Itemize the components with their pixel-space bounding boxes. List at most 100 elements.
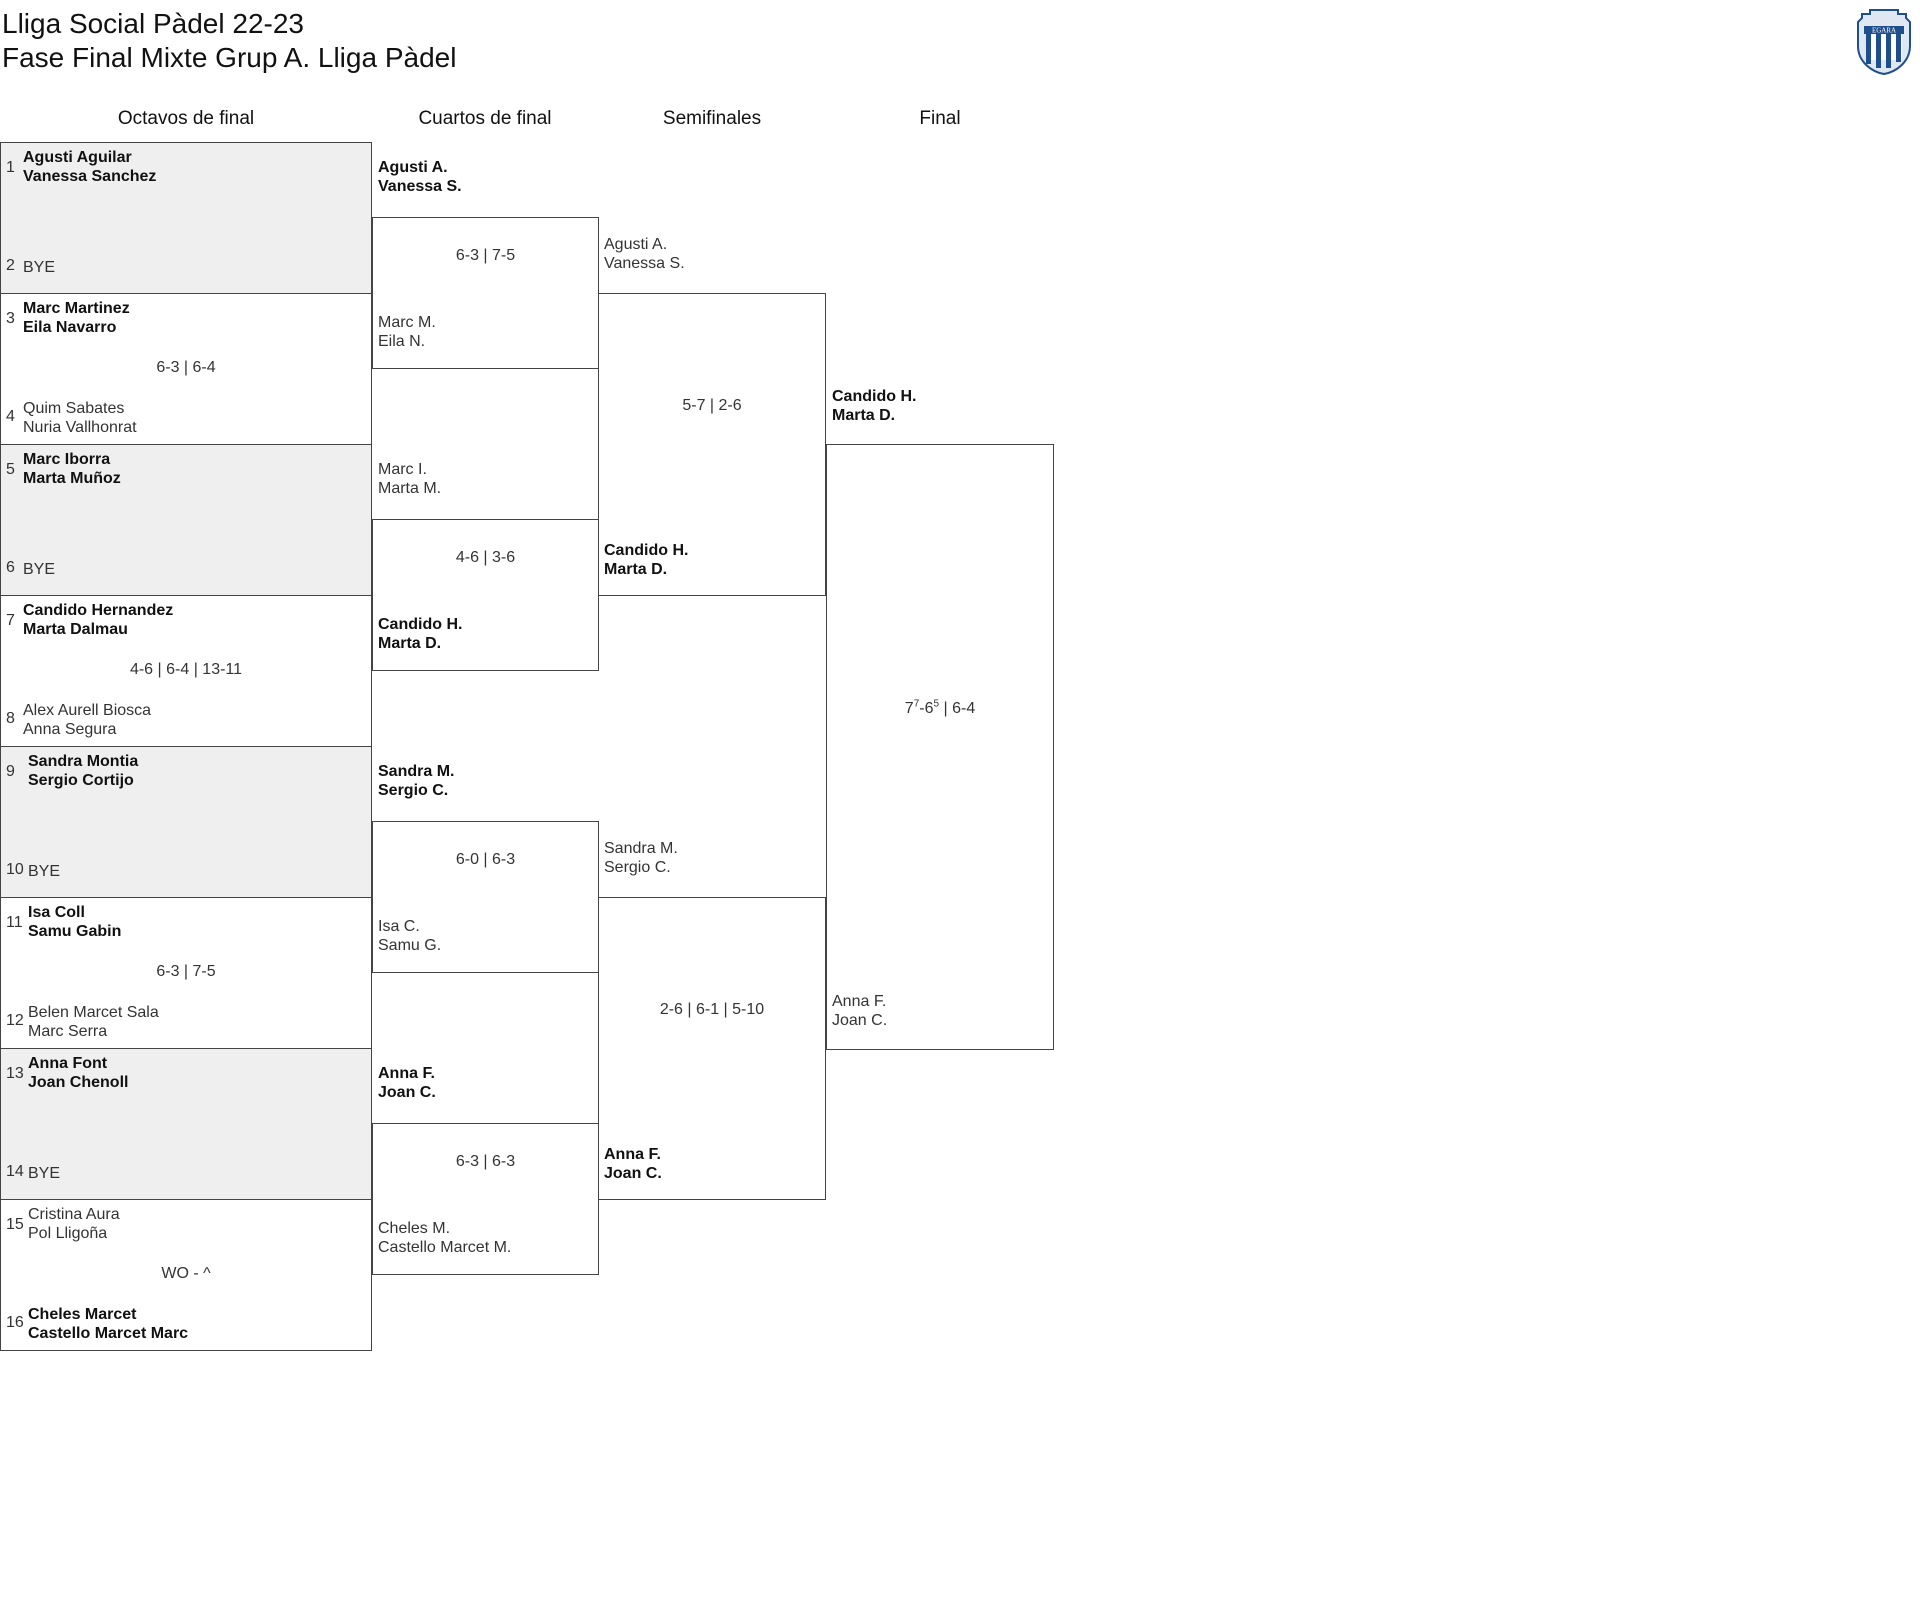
seed-number: 2 xyxy=(6,257,15,274)
player-name: Sergio C. xyxy=(378,782,449,799)
round-title-semifinales: Semifinales xyxy=(662,108,762,129)
team-bottom: Cheles M.Castello Marcet M. xyxy=(378,1219,511,1257)
seed-number: 4 xyxy=(6,408,15,425)
match-score: 6-3 | 6-4 xyxy=(156,359,216,376)
team-top: Agusti A.Vanessa S. xyxy=(378,158,462,196)
player-name: Cheles Marcet xyxy=(28,1306,137,1323)
round-title-cuartos: Cuartos de final xyxy=(418,108,552,129)
player-name: Anna F. xyxy=(378,1065,435,1082)
tiebreak-score: 5 xyxy=(933,698,940,710)
team-top: Agusti A.Vanessa S. xyxy=(604,235,685,273)
player-name: Joan C. xyxy=(604,1165,662,1182)
team-bye: BYE xyxy=(23,560,55,579)
team-bottom: Marc M.Eila N. xyxy=(378,313,436,351)
match-score: 2-6 | 6-1 | 5-10 xyxy=(659,1001,765,1018)
player-name: Anna Font xyxy=(28,1055,108,1072)
match-score: 4-6 | 6-4 | 13-11 xyxy=(129,661,243,678)
player-name: Marta D. xyxy=(378,635,442,652)
player-name: Alex Aurell Biosca xyxy=(23,702,152,719)
player-name: Marta Dalmau xyxy=(23,621,128,638)
seed-number: 11 xyxy=(6,914,23,931)
player-name: Cristina Aura xyxy=(28,1206,120,1223)
match-r16 xyxy=(0,1199,372,1351)
player-name: Sergio Cortijo xyxy=(28,772,134,789)
player-name: Candido Hernandez xyxy=(23,602,174,619)
player-name: Pol Lligoña xyxy=(28,1225,108,1242)
player-name: Candido H. xyxy=(832,388,917,405)
player-name: Castello Marcet M. xyxy=(378,1239,512,1256)
tournament-subtitle: Fase Final Mixte Grup A. Lliga Pàdel xyxy=(2,42,457,73)
team-bottom: Anna F. Joan C. xyxy=(604,1145,662,1183)
match-r16 xyxy=(0,1048,372,1200)
player-name: Marc Serra xyxy=(28,1023,108,1040)
round-title-octavos: Octavos de final xyxy=(117,108,255,129)
player-name: Isa C. xyxy=(378,918,420,935)
player-name: Belen Marcet Sala xyxy=(28,1004,159,1021)
seed-number: 13 xyxy=(6,1065,24,1082)
player-name: Anna Segura xyxy=(23,721,117,738)
set-score: -6 xyxy=(919,700,934,717)
team-top: Marc I. Marta M. xyxy=(378,460,441,498)
player-name: Sandra M. xyxy=(378,763,455,780)
team-bottom: Anna F. Joan C. xyxy=(832,992,887,1030)
match-score: 6-3 | 7-5 xyxy=(455,247,516,264)
club-logo: EGARA xyxy=(1857,9,1911,76)
seed-number: 12 xyxy=(6,1012,24,1029)
player-name: Marc Iborra xyxy=(23,451,111,468)
seed-number: 6 xyxy=(6,559,15,576)
seed-number: 16 xyxy=(6,1314,24,1331)
team-bottom: Candido H.Marta D. xyxy=(604,541,688,579)
player-name: Marta D. xyxy=(604,561,668,578)
match-sf xyxy=(598,897,826,1200)
tournament-title: Lliga Social Pàdel 22-23 xyxy=(2,8,304,39)
team-bye: BYE xyxy=(28,862,60,881)
team-top: Anna F.Joan C. xyxy=(378,1064,436,1102)
player-name: Candido H. xyxy=(378,616,463,633)
match-score: WO - ^ xyxy=(161,1265,211,1282)
set-score: | 6-4 xyxy=(939,700,976,717)
player-name: Sandra Montia xyxy=(28,753,139,770)
seed-number: 10 xyxy=(6,861,24,878)
seed-number: 5 xyxy=(6,461,15,478)
player-name: Marc I. xyxy=(378,461,427,478)
team-bottom: Candido H. Marta D. xyxy=(378,615,462,653)
player-name: BYE xyxy=(23,259,56,276)
seed-number: 7 xyxy=(6,612,15,629)
player-name: Vanessa Sanchez xyxy=(23,168,157,185)
match-score: 6-3 | 7-5 xyxy=(156,963,216,980)
player-name: Vanessa S. xyxy=(378,178,462,195)
player-name: Quim Sabates xyxy=(23,400,125,417)
team-bottom: Isa C. Samu G. xyxy=(378,917,441,955)
seed-number: 14 xyxy=(6,1163,24,1180)
seed-number: 1 xyxy=(6,159,15,176)
match-r16 xyxy=(0,746,372,898)
match-final xyxy=(826,444,1054,1050)
player-name: Anna F. xyxy=(832,993,887,1010)
player-name: Marta D. xyxy=(832,407,896,424)
player-name: Marta M. xyxy=(378,480,442,497)
seed-number: 15 xyxy=(6,1216,24,1233)
player-name: Castello Marcet Marc xyxy=(28,1325,189,1342)
match-r16 xyxy=(0,142,372,294)
player-name: Anna F. xyxy=(604,1146,661,1163)
player-name: Eila Navarro xyxy=(23,319,117,336)
player-name: Sergio C. xyxy=(604,859,671,876)
team-bye: BYE xyxy=(23,258,55,277)
player-name: Samu G. xyxy=(378,937,442,954)
player-name: Sandra M. xyxy=(604,840,678,857)
match-score: 4-6 | 3-6 xyxy=(455,549,516,566)
player-name: Agusti A. xyxy=(604,236,668,253)
player-name: Joan C. xyxy=(832,1012,888,1029)
player-name: Samu Gabin xyxy=(28,923,122,940)
round-title-final: Final xyxy=(919,108,961,129)
seed-number: 9 xyxy=(6,763,15,780)
